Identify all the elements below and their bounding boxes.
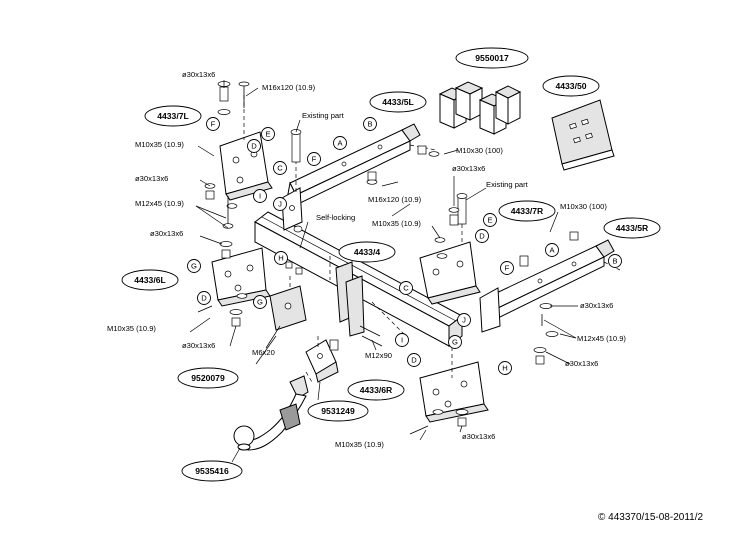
label-bolt-m10x30-2: M10x30 (100) [560, 202, 607, 211]
label-bolt-m10x35-3: M10x35 (10.9) [107, 324, 156, 333]
label-bolt-m12x45-2: M12x45 (10.9) [577, 334, 626, 343]
label-existing-part-2: Existing part [486, 180, 529, 189]
right-rear-plate [419, 340, 489, 423]
spacer-block-set [438, 81, 522, 135]
ref-letter-c-1: C [277, 164, 283, 173]
center-brackets [329, 256, 407, 337]
part-label-9535416: 9535416 [195, 466, 229, 476]
label-bolt-m10x35-4: M10x35 (10.9) [335, 440, 384, 449]
ref-letter-i-1: I [259, 192, 261, 201]
ref-letter-h-1: H [278, 254, 283, 263]
label-washer-5: ø30x13x6 [182, 341, 215, 350]
ref-letter-j-1: J [278, 200, 282, 209]
instruction-manual [551, 99, 615, 171]
ref-letter-e-2: E [487, 216, 492, 225]
part-label-4433-6l: 4433/6L [134, 275, 166, 285]
label-washer-8: ø30x13x6 [462, 432, 495, 441]
part-callouts: 9550017 4433/50 4433/7L 4433/5L 4433/7R … [121, 47, 661, 482]
part-label-4433-4: 4433/4 [354, 247, 381, 257]
part-label-9550017: 9550017 [475, 53, 509, 63]
ref-letter-e-1: E [265, 130, 270, 139]
label-existing-part-1: Existing part [302, 111, 345, 120]
label-bolt-m10x30-1: M10x30 (100) [456, 146, 503, 155]
reference-letters: F E D C B A F I J H G D G E D C F A B [187, 117, 622, 375]
label-bolt-m10x35-2: M10x35 (10.9) [372, 219, 421, 228]
label-washer-4: ø30x13x6 [452, 164, 485, 173]
leader-lines [189, 80, 578, 463]
socket-holder [305, 336, 339, 383]
coupling-head [269, 276, 307, 331]
hardware-labels: ø30x13x6 M16x120 (10.9) Existing part M1… [107, 70, 626, 449]
ref-letter-d-2: D [201, 294, 207, 303]
ref-letter-j-2: J [462, 316, 466, 325]
ref-letter-g-3: G [452, 338, 458, 347]
ref-letter-d-4: D [411, 356, 417, 365]
ref-letter-g-2: G [257, 298, 263, 307]
label-bolt-m12x45-1: M12x45 (10.9) [135, 199, 184, 208]
ref-letter-h-2: H [502, 364, 507, 373]
ref-letter-a-1: A [337, 139, 343, 148]
label-washer-2: ø30x13x6 [135, 174, 168, 183]
ref-letter-f-2: F [312, 155, 317, 164]
part-label-9520079: 9520079 [191, 373, 225, 383]
ref-letter-a-2: A [549, 246, 555, 255]
ref-letter-c-2: C [403, 284, 409, 293]
part-label-4433-5l: 4433/5L [382, 97, 414, 107]
left-side-arm [281, 123, 437, 231]
right-front-bracket [419, 196, 481, 305]
label-self-locking: Self-locking [316, 213, 355, 222]
label-washer-1: ø30x13x6 [182, 70, 215, 79]
label-washer-7: ø30x13x6 [565, 359, 598, 368]
part-label-4433-7l: 4433/7L [157, 111, 189, 121]
part-label-4433-50: 4433/50 [555, 81, 586, 91]
ref-letter-d-1: D [251, 142, 257, 151]
right-side-arm [479, 239, 621, 333]
label-bolt-m16x120-1: M16x120 (10.9) [262, 83, 316, 92]
ref-letter-i-2: I [401, 336, 403, 345]
part-label-4433-6r: 4433/6R [360, 385, 393, 395]
part-label-4433-5r: 4433/5R [616, 223, 649, 233]
part-label-9531249: 9531249 [321, 406, 355, 416]
label-bolt-m10x35-1: M10x35 (10.9) [135, 140, 184, 149]
ref-letter-b-1: B [367, 120, 372, 129]
label-bolt-m6x20: M6x20 [252, 348, 275, 357]
ref-letter-d-3: D [479, 232, 485, 241]
tow-ball [233, 371, 313, 451]
label-washer-3: ø30x13x6 [150, 229, 183, 238]
ref-letter-g-1: G [191, 262, 197, 271]
label-bolt-m12x90: M12x90 [365, 351, 392, 360]
ref-letter-b-2: B [612, 257, 617, 266]
copyright-notice: © 443370/15-08-2011/2 [598, 512, 703, 523]
label-bolt-m16x120-2: M16x120 (10.9) [368, 195, 422, 204]
label-washer-6: ø30x13x6 [580, 301, 613, 310]
ref-letter-f-1: F [211, 120, 216, 129]
ref-letter-f-3: F [505, 264, 510, 273]
part-label-4433-7r: 4433/7R [511, 206, 544, 216]
